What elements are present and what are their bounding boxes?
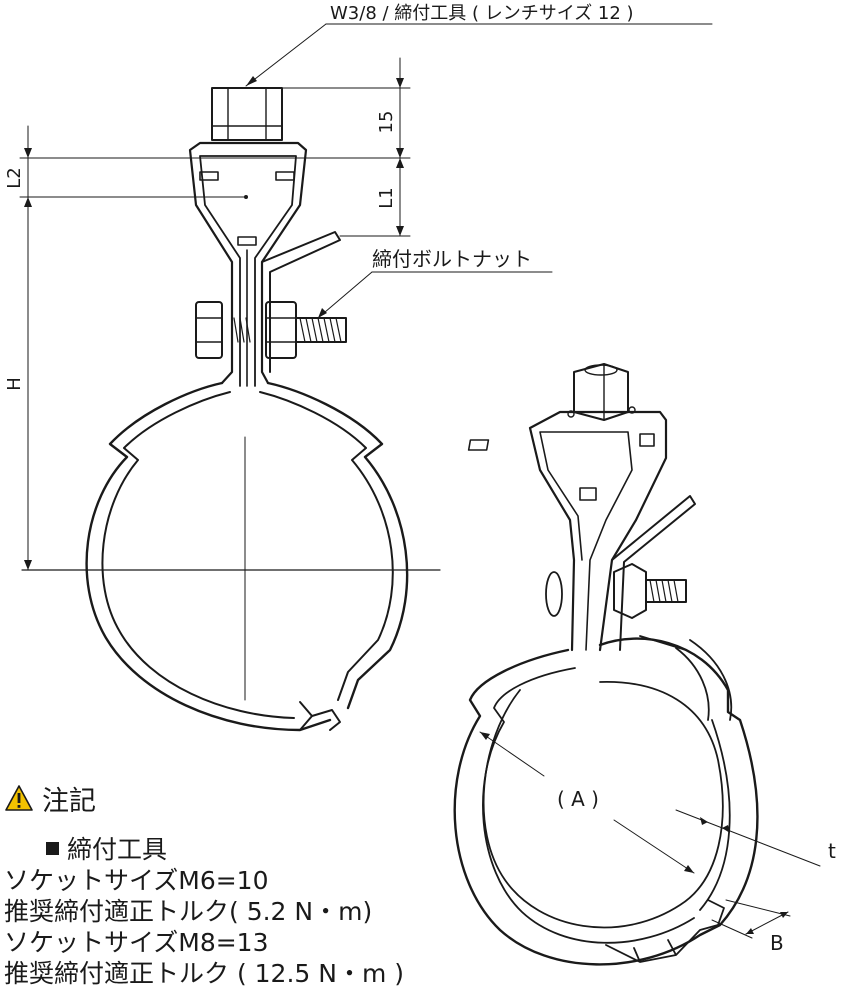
dimension-lines (19, 23, 713, 571)
iso-ring-tab (605, 899, 725, 963)
notes-heading-text: 締付工具 (67, 835, 168, 864)
dim-b-line (745, 911, 789, 935)
dim-t-label: t (828, 839, 836, 863)
dim-t-leader (675, 809, 821, 867)
iso-slot-3 (579, 487, 597, 501)
strap-inner (199, 155, 297, 387)
top-callout-label: W3/8 / 締付工具 ( レンチサイズ 12 ) (330, 3, 634, 24)
head-slot-left (199, 171, 219, 181)
notes-title: 注記 (42, 785, 96, 817)
notes-item: 推奨締付適正トルク ( 12.5 N・m ) (4, 959, 405, 988)
dim-b-label: B (770, 931, 784, 955)
ring-tab (299, 701, 341, 731)
bullet-square-icon (46, 842, 59, 855)
bolt-assembly (195, 301, 347, 359)
iso-bolt-assembly (545, 563, 687, 619)
notes-item: ソケットサイズM6=10 (4, 866, 269, 895)
notes-list: 締付工具 ソケットサイズM6=10 推奨締付適正トルク( 5.2 N・m) ソケ… (4, 834, 564, 989)
iso-slot-2 (639, 433, 655, 447)
dim-a-leader-2 (613, 819, 695, 874)
top-hex-nut (211, 87, 283, 141)
ring-inner (101, 391, 394, 719)
iso-top-hex-nut (567, 363, 636, 421)
head-slot-right (275, 171, 295, 181)
dim-h-label: H (4, 377, 25, 391)
dim-a-label: ( A ) (557, 787, 599, 811)
dim-l1-label: L1 (376, 187, 397, 208)
dim-a-leader-1 (479, 731, 545, 777)
notes-item: ソケットサイズM8=13 (4, 928, 269, 957)
front-view: W3/8 / 締付工具 ( レンチサイズ 12 ) 15 L1 L2 H 締付ボ… (4, 3, 713, 732)
bolt-callout-label: 締付ボルトナット (372, 247, 532, 271)
isometric-view: ( A ) t B (453, 363, 836, 966)
strap-tail (261, 231, 341, 373)
iso-ring-inner (482, 681, 724, 929)
notes-section: 注記 締付工具 ソケットサイズM6=10 推奨締付適正トルク( 5.2 N・m)… (4, 778, 564, 989)
notes-item: 推奨締付適正トルク( 5.2 N・m) (4, 897, 373, 926)
iso-ring-band (639, 635, 733, 721)
lower-slot (237, 236, 257, 246)
iso-head-inner (539, 431, 633, 651)
warning-triangle-icon (5, 785, 33, 811)
iso-strap-tail (611, 495, 696, 651)
notes-header: 注記 (4, 778, 564, 818)
notes-heading: 締付工具 (4, 834, 564, 865)
dim-15-label: 15 (376, 111, 397, 134)
iso-slot-1 (467, 439, 490, 451)
strap-left (188, 141, 308, 385)
dim-l2-label: L2 (4, 167, 25, 188)
ring-outer (85, 381, 409, 732)
